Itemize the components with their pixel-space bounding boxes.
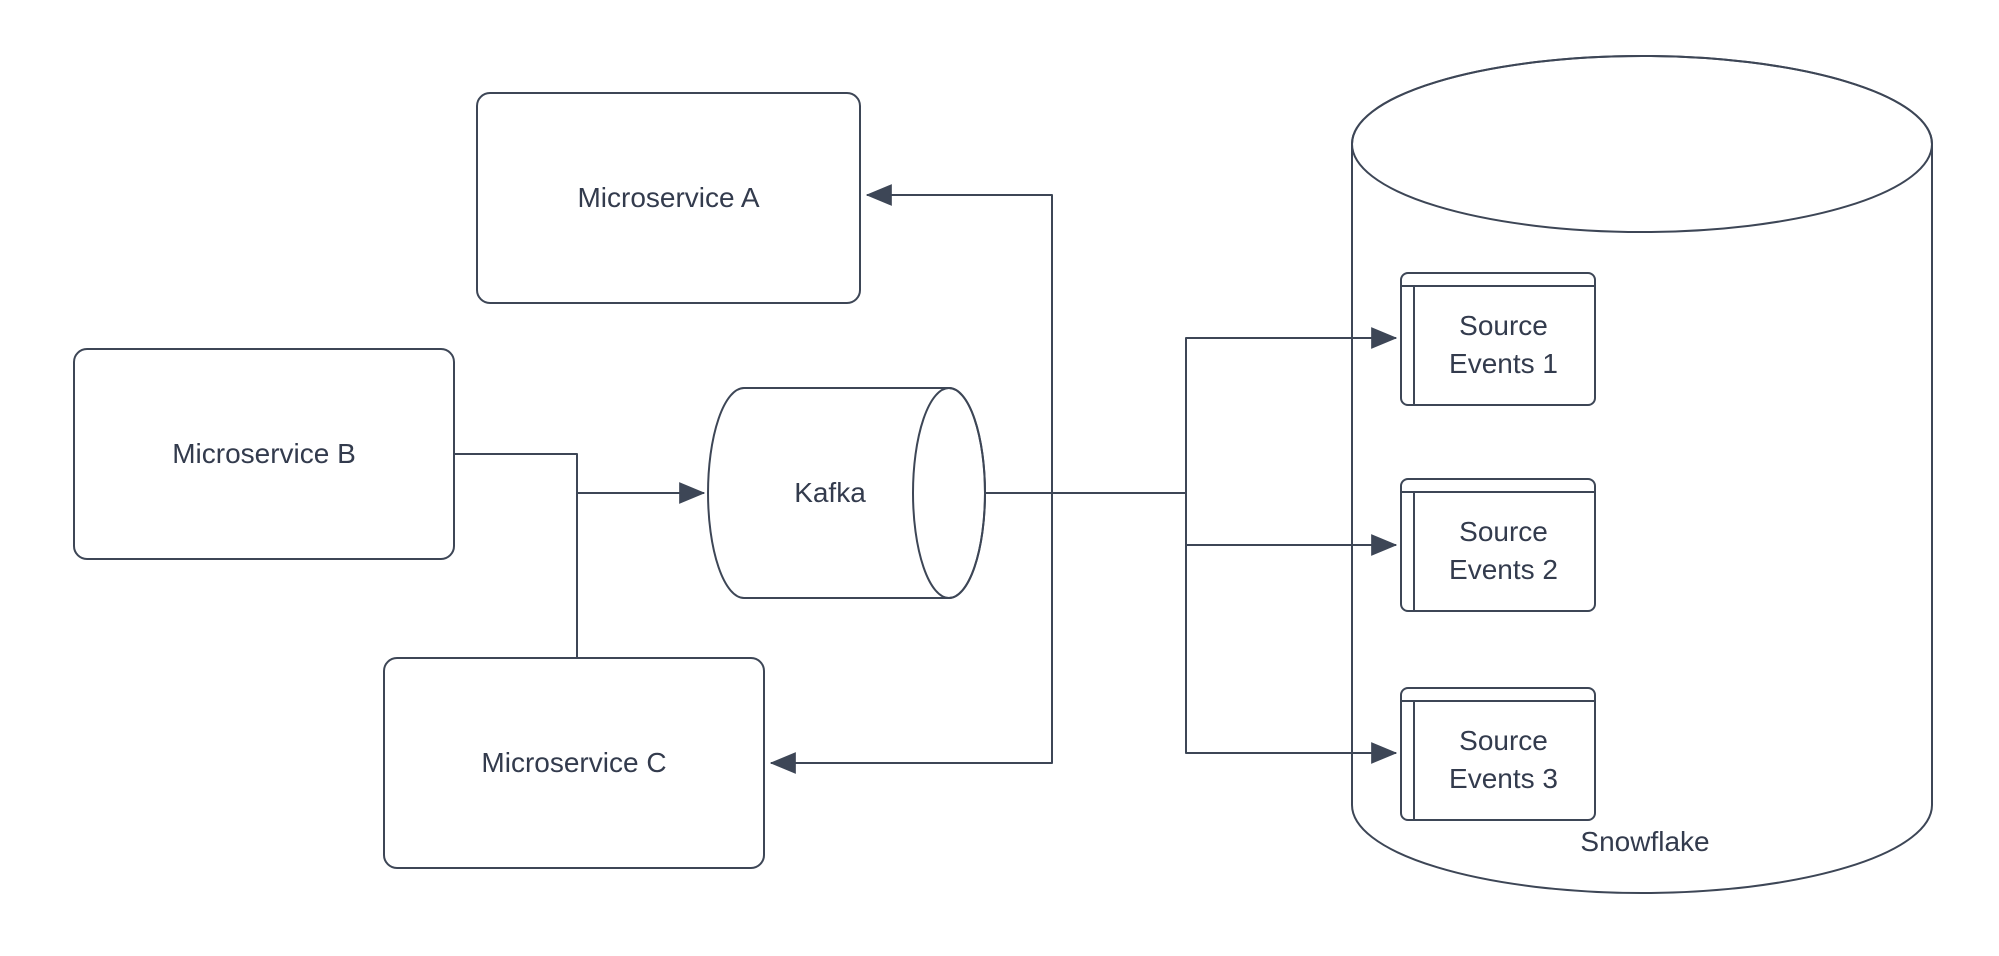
kafka-cylinder-shape [707,387,986,599]
node-source-events-3: Source Events 3 [1400,687,1596,821]
node-microservice-c-label: Microservice C [481,747,667,778]
edge-kafka-to-c [769,492,1053,774]
node-microservice-a-label: Microservice A [577,182,760,213]
edge-b-to-kafka [454,453,706,504]
node-microservice-a: Microservice A [476,92,861,304]
edge-kafka-to-a [865,184,1053,494]
edge-kafka-to-se1 [1185,327,1398,494]
node-microservice-b: Microservice B [73,348,455,560]
node-source-events-1: Source Events 1 [1400,272,1596,406]
snowflake-cylinder-shape [1351,55,1933,894]
node-microservice-c: Microservice C [383,657,765,869]
node-source-events-2: Source Events 2 [1400,478,1596,612]
edge-kafka-to-se3 [1185,492,1398,764]
node-source-events-2-label: Source Events 2 [1449,515,1558,585]
node-microservice-b-label: Microservice B [172,438,356,469]
node-source-events-1-label: Source Events 1 [1449,309,1558,379]
node-source-events-3-label: Source Events 3 [1449,724,1558,794]
